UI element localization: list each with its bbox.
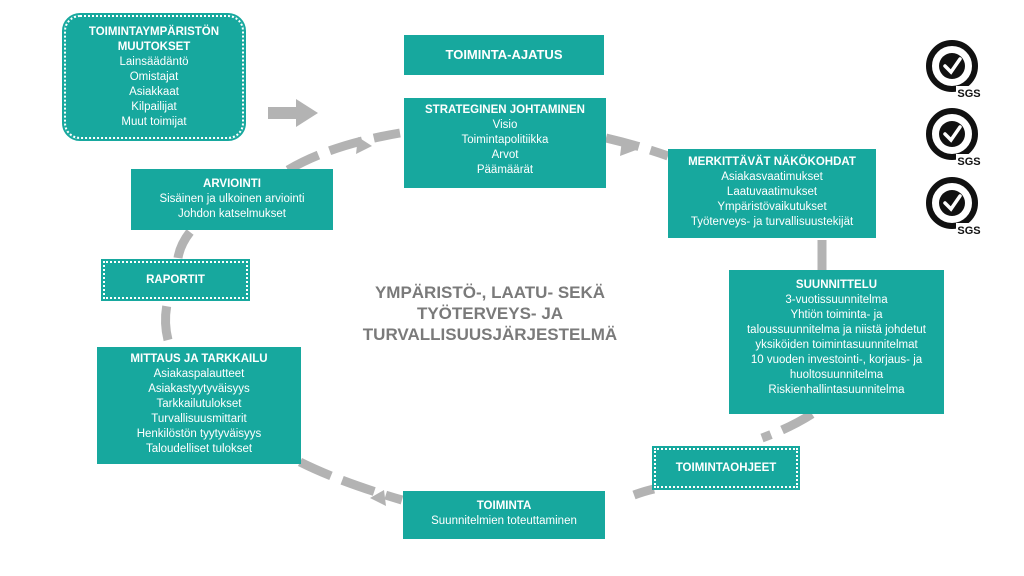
cycle-arc-top-left: [285, 128, 401, 174]
mission-box: TOIMINTA-AJATUS: [404, 35, 604, 75]
center-title-line: TURVALLISUUSJÄRJESTELMÄ: [362, 325, 618, 344]
cycle-arc-right-lower: [760, 410, 815, 443]
center-title: YMPÄRISTÖ-, LAATU- SEKÄ TYÖTERVEYS- JA T…: [330, 282, 650, 345]
env-changes-box: TOIMINTAYMPÄRISTÖN MUUTOKSET Lainsäädänt…: [62, 13, 246, 141]
cycle-arc-left-lower: [161, 298, 173, 342]
seal-label: SGS: [957, 156, 980, 168]
planning-item: 3-vuotissuunnitelma: [785, 294, 888, 306]
mission-title: TOIMINTA-AJATUS: [445, 47, 563, 62]
strategy-box: STRATEGINEN JOHTAMINEN Visio Toimintapol…: [404, 98, 606, 188]
cycle-arc-top-right: [604, 133, 670, 161]
planning-box: SUUNNITTELU 3-vuotissuunnitelma Yhtiön t…: [729, 270, 944, 414]
aspects-item: Työterveys- ja turvallisuustekijät: [690, 216, 854, 228]
cycle-arrowhead-bottom: [370, 490, 386, 506]
operation-box: TOIMINTA Suunnitelmien toteuttaminen: [403, 491, 605, 539]
reports-box: RAPORTIT: [101, 259, 250, 301]
measurement-item: Turvallisuusmittarit: [151, 413, 247, 425]
operation-item: Suunnitelmien toteuttaminen: [431, 515, 577, 527]
sgs-certification-seal-1: SGS: [922, 38, 982, 100]
planning-item: 10 vuoden investointi-, korjaus- ja: [750, 354, 923, 366]
reports-title: RAPORTIT: [146, 274, 205, 286]
evaluation-title: ARVIOINTI: [203, 178, 261, 190]
cycle-arc-bottom-right: [632, 484, 656, 500]
sgs-certification-seal-3: SGS: [922, 175, 982, 237]
env-item: Asiakkaat: [129, 86, 179, 98]
measurement-item: Asiakastyytyväisyys: [148, 383, 250, 395]
measurement-item: Henkilöstön tyytyväisyys: [136, 428, 262, 440]
env-arrow: [268, 99, 318, 127]
planning-item: yksiköiden toimintasuunnitelmat: [755, 339, 918, 351]
env-item: Kilpailijat: [131, 101, 177, 113]
planning-item: Yhtiön toiminta- ja: [790, 309, 883, 321]
aspects-box: MERKITTÄVÄT NÄKÖKOHDAT Asiakasvaatimukse…: [668, 149, 876, 238]
env-changes-title-line-2: MUUTOKSET: [117, 41, 191, 53]
aspects-item: Asiakasvaatimukset: [721, 171, 823, 183]
instructions-box: TOIMINTAOHJEET: [652, 446, 800, 490]
center-title-line: YMPÄRISTÖ-, LAATU- SEKÄ: [374, 283, 606, 302]
strategy-item: Toimintapolitiikka: [461, 134, 549, 146]
planning-item: taloussuunnitelma ja niistä johdetut: [746, 324, 926, 336]
env-item: Muut toimijat: [121, 116, 187, 128]
measurement-title: MITTAUS JA TARKKAILU: [130, 353, 268, 365]
center-title-line: TYÖTERVEYS- JA: [416, 304, 564, 323]
planning-title: SUUNNITTELU: [795, 279, 878, 291]
measurement-box: MITTAUS JA TARKKAILU Asiakaspalautteet A…: [97, 347, 301, 464]
planning-item: Riskienhallintasuunnitelma: [768, 384, 905, 396]
seal-label: SGS: [957, 88, 980, 100]
strategy-item: Visio: [492, 119, 518, 131]
strategy-title: STRATEGINEN JOHTAMINEN: [425, 104, 585, 116]
evaluation-item: Johdon katselmukset: [177, 208, 287, 220]
operation-title: TOIMINTA: [476, 500, 532, 512]
strategy-item: Päämäärät: [476, 164, 534, 176]
cycle-arrowhead-top: [356, 137, 372, 154]
evaluation-box: ARVIOINTI Sisäinen ja ulkoinen arviointi…: [131, 169, 333, 230]
certification-seal-icon: SGS: [926, 40, 982, 100]
measurement-item: Asiakaspalautteet: [153, 368, 245, 380]
planning-item: huoltosuunnitelma: [789, 369, 884, 381]
certification-seal-icon: SGS: [926, 108, 982, 168]
sgs-certification-seal-2: SGS: [922, 106, 982, 168]
evaluation-item: Sisäinen ja ulkoinen arviointi: [159, 193, 305, 205]
certification-seal-icon: SGS: [926, 177, 982, 237]
instructions-title: TOIMINTAOHJEET: [675, 462, 777, 474]
cycle-arc-bottom-left: [297, 457, 404, 505]
aspects-item: Ympäristövaikutukset: [717, 201, 827, 213]
seal-label: SGS: [957, 225, 980, 237]
aspects-item: Laatuvaatimukset: [726, 186, 818, 198]
env-item: Omistajat: [129, 71, 179, 83]
measurement-item: Tarkkailutulokset: [156, 398, 242, 410]
env-item: Lainsäädäntö: [119, 56, 189, 68]
measurement-item: Taloudelliset tulokset: [145, 443, 253, 455]
env-changes-title-line-1: TOIMINTAYMPÄRISTÖN: [88, 26, 220, 38]
cycle-arc-left-upper: [173, 229, 194, 259]
strategy-item: Arvot: [491, 149, 519, 161]
aspects-title: MERKITTÄVÄT NÄKÖKOHDAT: [688, 156, 856, 168]
cycle-arrowhead-right: [620, 140, 636, 156]
